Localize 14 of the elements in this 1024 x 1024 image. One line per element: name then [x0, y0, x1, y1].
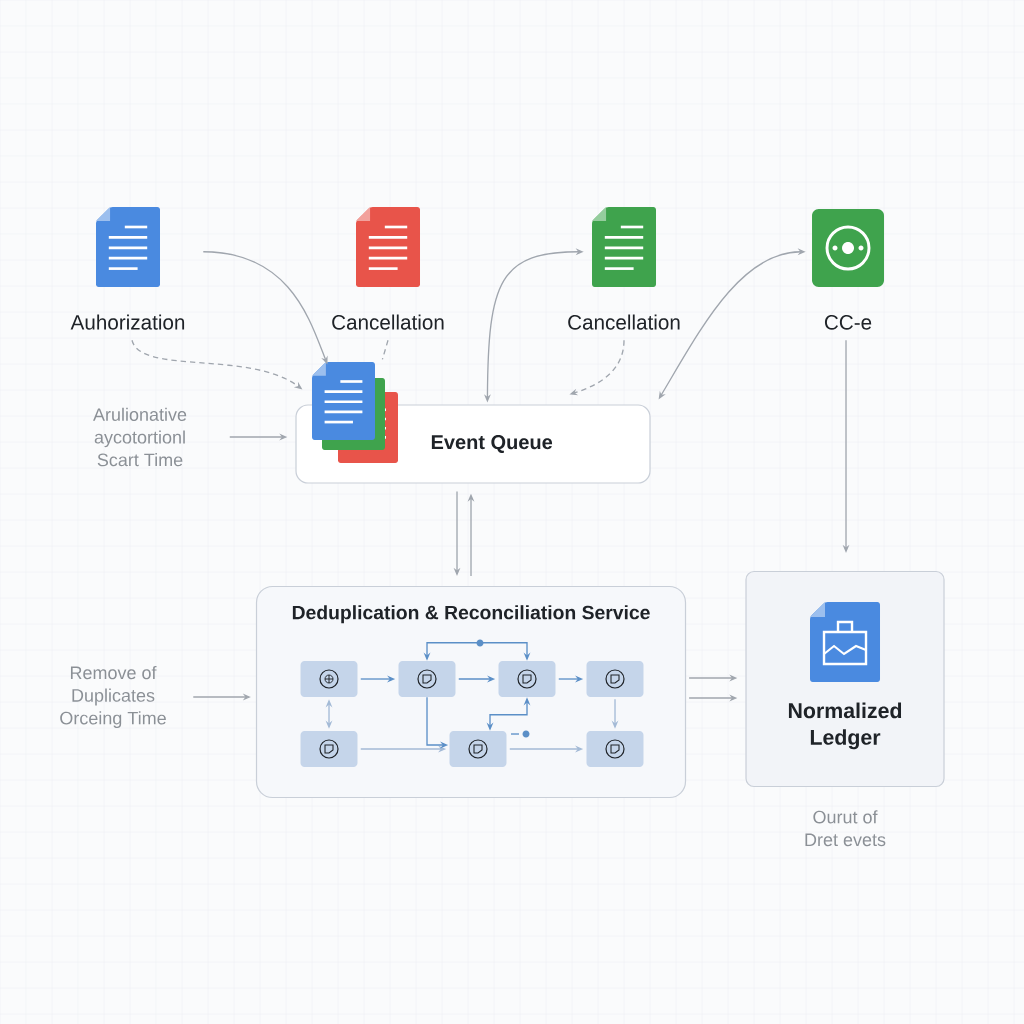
process-step-box [398, 661, 456, 697]
icon-label: Cancellation [568, 314, 680, 330]
process-step-box [586, 661, 644, 697]
note-text: Arulionative aycotortionl Scart Time [93, 407, 187, 467]
note-text: Remove of Duplicates Orceing Time [60, 665, 166, 729]
process-step-box [300, 731, 358, 767]
process-step-box [449, 731, 507, 767]
icon-label: CC-e [824, 315, 872, 330]
process-step-box [300, 661, 358, 697]
process-step-box [586, 731, 644, 767]
icon-label: Cancellation [332, 314, 444, 330]
process-step-box [498, 661, 556, 697]
caption-text: Ourut of Dret evets [805, 810, 886, 847]
icon-label: Auhorization [70, 314, 185, 330]
